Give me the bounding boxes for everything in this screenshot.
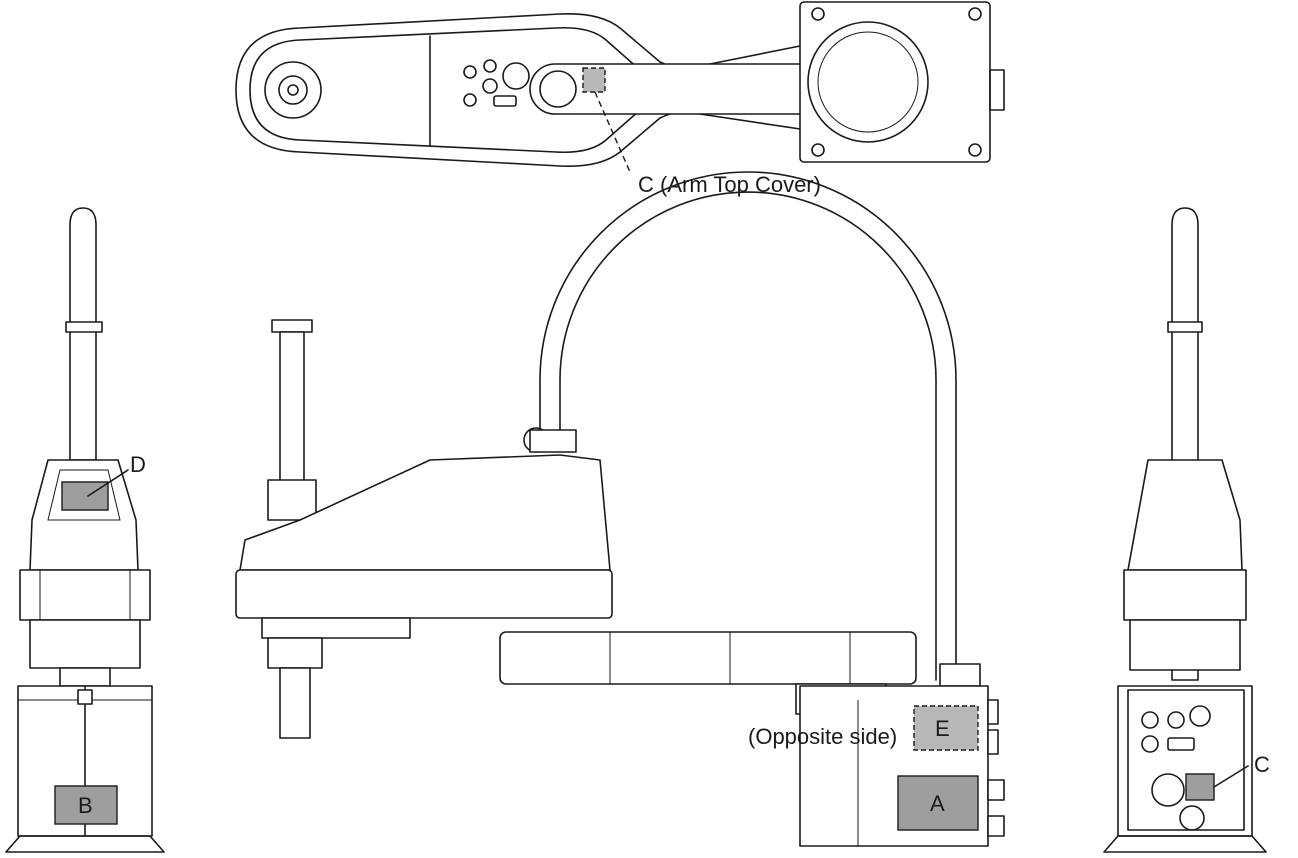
label-d: D	[130, 452, 146, 477]
left-side-view: D B	[5, 207, 165, 853]
label-e-box	[913, 705, 979, 751]
label-e: E	[935, 716, 950, 741]
label-opposite-side: (Opposite side)	[748, 724, 897, 749]
label-a-box	[897, 775, 979, 831]
label-b-box	[54, 785, 118, 825]
right-side-view: C	[1103, 207, 1270, 853]
label-c-right: C	[1254, 752, 1270, 777]
label-c-top-marker	[582, 67, 606, 93]
label-b: B	[78, 793, 93, 818]
label-d-box	[61, 481, 109, 511]
label-c-right-box	[1185, 773, 1215, 801]
front-view: E (Opposite side) A	[235, 171, 1005, 847]
label-a: A	[930, 791, 945, 816]
top-view: C (Arm Top Cover)	[235, 1, 1005, 197]
